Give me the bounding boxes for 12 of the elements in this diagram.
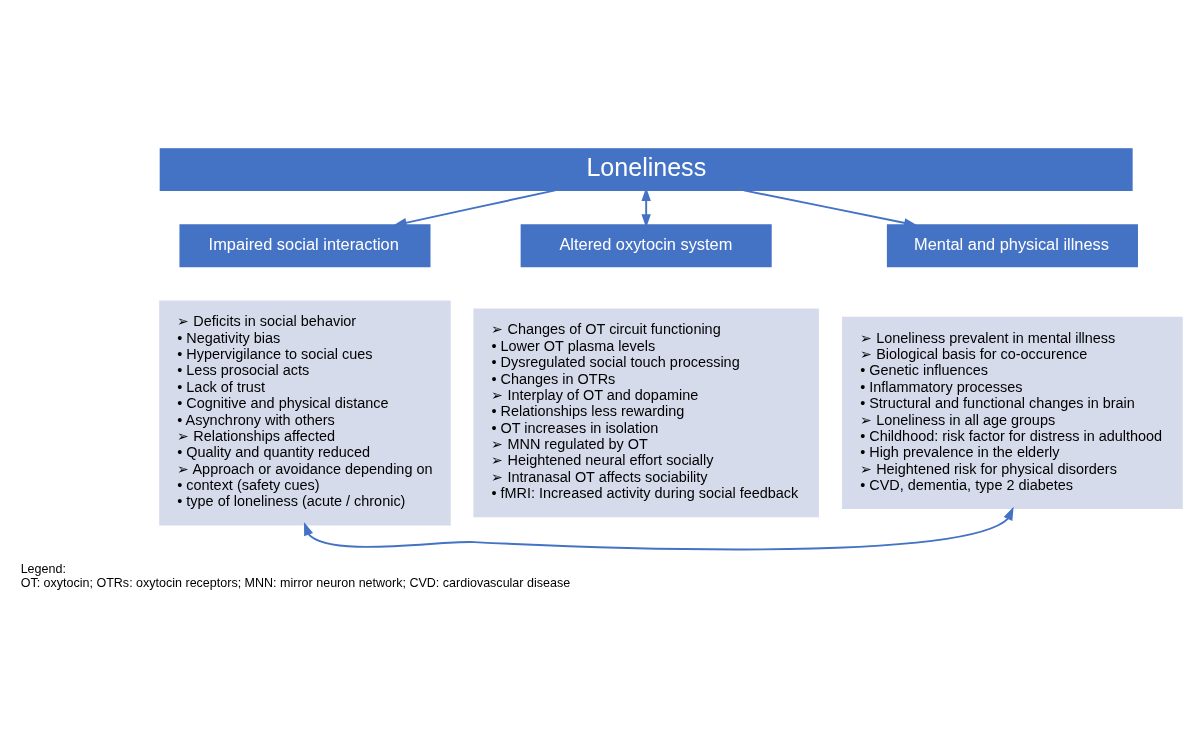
node-box: ➢ Deficits in social behavior • Negativity bias • Hypervigilance to social cues • Less prosocial acts • Lack of trust • Cognitive and physical distance • Asynchrony with others ➢ Relationships affected • Quality and quantity reduced ➢ Approach or avoidance depending on • context (safety cues) • type of loneliness (acute / chronic) (159, 299, 451, 525)
node-box: Impaired social interaction (179, 223, 431, 267)
arrow (304, 506, 1014, 550)
arrow (393, 188, 557, 227)
node-box: ➢ Loneliness prevalent in mental illness ➢ Biological basis for co-occurence • Genetic influences • Inflammatory processes • Structural and functional changes in brain ➢ Loneliness in all age groups • Childhood: risk factor for distress in adulthood • High prevalence in the elderly ➢ Heightened risk for physical disorders • CVD, dementia, type 2 diabetes (842, 316, 1183, 509)
node-box: Loneliness (159, 147, 1133, 191)
label: OT: oxytocin; OTRs: oxytocin receptors; MNN: mirror neuron network; CVD: cardiovascular disease (20, 575, 571, 590)
label: Legend: (20, 561, 66, 576)
arrow (742, 188, 918, 227)
node-box: Mental and physical illness (886, 223, 1138, 267)
node-box: ➢ Changes of OT circuit functioning • Lower OT plasma levels • Dysregulated social touch processing • Changes in OTRs ➢ Interplay of OT and dopamine • Relationships less rewarding • OT increases in isolation ➢ MNN regulated by OT ➢ Heightened neural effort socially ➢ Intranasal OT affects sociability • fMRI: Increased activity during social feedback (473, 308, 819, 517)
node-box: Altered oxytocin system (520, 223, 772, 267)
